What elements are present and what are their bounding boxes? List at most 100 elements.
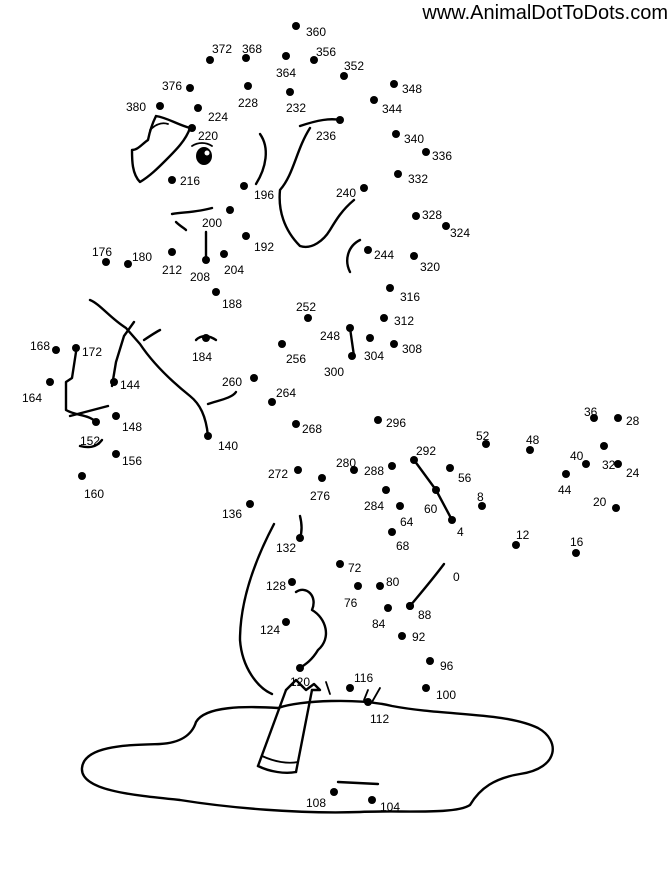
post-band <box>261 755 299 764</box>
dot-172 <box>72 344 80 352</box>
dot-284 <box>382 486 390 494</box>
dot-344 <box>370 96 378 104</box>
dot-180 <box>124 260 132 268</box>
dot-164 <box>46 378 54 386</box>
dot-label-84: 84 <box>372 617 386 631</box>
dot-label-48: 48 <box>526 433 540 447</box>
dot-328 <box>412 212 420 220</box>
dot-label-148: 148 <box>122 420 142 434</box>
dot-label-264: 264 <box>276 386 296 400</box>
dot-label-60: 60 <box>424 502 438 516</box>
eyelid <box>191 142 213 147</box>
dot-72 <box>336 560 344 568</box>
cheek-line <box>254 132 267 186</box>
dot-96 <box>426 657 434 665</box>
dot-108 <box>330 788 338 796</box>
dot-label-52: 52 <box>476 429 490 443</box>
dot-364 <box>282 52 290 60</box>
dot-380 <box>156 102 164 110</box>
dot-360 <box>292 22 300 30</box>
dot-label-68: 68 <box>396 539 410 553</box>
dot-label-332: 332 <box>408 172 428 186</box>
grass-tuft <box>325 681 381 703</box>
post-right-edge <box>294 688 314 774</box>
dot-label-20: 20 <box>593 495 607 509</box>
dot-340 <box>392 130 400 138</box>
dot-88 <box>406 602 414 610</box>
dot-label-260: 260 <box>222 375 242 389</box>
dot-264 <box>268 398 276 406</box>
dot-224 <box>194 104 202 112</box>
dot-176 <box>102 258 110 266</box>
dot-288 <box>388 462 396 470</box>
dot-label-120: 120 <box>290 675 310 689</box>
dot-272 <box>294 466 302 474</box>
dot-label-80: 80 <box>386 575 400 589</box>
dot-268 <box>292 420 300 428</box>
dot-label-180: 180 <box>132 250 152 264</box>
dot-label-188: 188 <box>222 297 242 311</box>
dot-label-256: 256 <box>286 352 306 366</box>
dot-label-44: 44 <box>558 483 572 497</box>
post-bottom <box>256 764 298 774</box>
eye <box>196 147 212 165</box>
dot-label-268: 268 <box>302 422 322 436</box>
eye-highlight <box>204 150 210 156</box>
dot-220 <box>188 124 196 132</box>
dot-128 <box>288 578 296 586</box>
dot-336 <box>422 148 430 156</box>
arm-inner <box>206 390 238 406</box>
mask-top <box>298 118 342 128</box>
dot-148 <box>112 412 120 420</box>
dot-32 <box>600 442 608 450</box>
dot-label-32: 32 <box>602 458 616 472</box>
dot-label-276: 276 <box>310 489 330 503</box>
dot-276 <box>318 474 326 482</box>
dot-332 <box>394 170 402 178</box>
dot-label-280: 280 <box>336 456 356 470</box>
dot-label-368: 368 <box>242 42 262 56</box>
dot-label-356: 356 <box>316 45 336 59</box>
dot-112 <box>364 698 372 706</box>
dot-256 <box>278 340 286 348</box>
dot-136 <box>246 500 254 508</box>
paw-outline <box>88 298 210 438</box>
dot-208 <box>202 256 210 264</box>
dot-label-348: 348 <box>402 82 422 96</box>
dot-324 <box>442 222 450 230</box>
puddle-outline <box>80 699 554 814</box>
dot-label-336: 336 <box>432 149 452 163</box>
dot-label-56: 56 <box>458 471 472 485</box>
dot-label-8: 8 <box>477 490 484 504</box>
dot-label-184: 184 <box>192 350 212 364</box>
dot-label-360: 360 <box>306 25 326 39</box>
dot-label-292: 292 <box>416 444 436 458</box>
dot-320 <box>410 252 418 260</box>
dot-label-192: 192 <box>254 240 274 254</box>
dot-label-196: 196 <box>254 188 274 202</box>
dot-44 <box>562 470 570 478</box>
dot-label-236: 236 <box>316 129 336 143</box>
dot-312 <box>380 314 388 322</box>
dot-56 <box>446 464 454 472</box>
dot-104 <box>368 796 376 804</box>
post-top <box>284 678 322 692</box>
dot-260 <box>250 374 258 382</box>
dot-label-240: 240 <box>336 186 356 200</box>
dot-label-284: 284 <box>364 499 384 513</box>
mask-left <box>278 126 356 249</box>
dot-label-112: 112 <box>370 712 389 726</box>
dot-label-16: 16 <box>570 535 584 549</box>
dot-label-28: 28 <box>626 414 640 428</box>
chin-small <box>174 220 188 232</box>
dot-label-136: 136 <box>222 507 242 521</box>
dot-76 <box>354 582 362 590</box>
dot-label-0: 0 <box>453 570 460 584</box>
dot-label-12: 12 <box>516 528 530 542</box>
dot-label-300: 300 <box>324 365 344 379</box>
dot-292 <box>410 456 418 464</box>
dot-28 <box>614 414 622 422</box>
dot-label-220: 220 <box>198 129 218 143</box>
dot-label-328: 328 <box>422 208 442 222</box>
